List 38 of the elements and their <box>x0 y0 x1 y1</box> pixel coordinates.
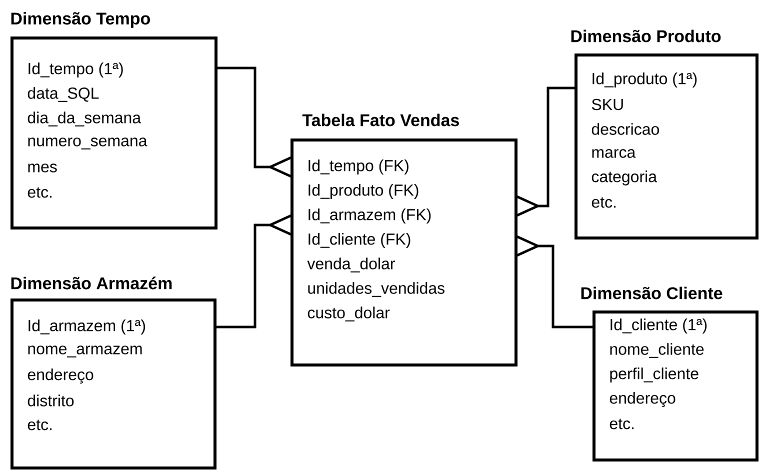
field-name: endereço <box>610 392 676 407</box>
field-name: Id_produto (1ª) <box>592 72 697 88</box>
table-title: Dimensão Cliente <box>581 286 722 300</box>
table-title: Dimensão Produto <box>571 30 721 42</box>
field-name: data_SQL <box>28 87 99 102</box>
field-name: marca <box>592 149 636 158</box>
relationship-line <box>515 86 574 218</box>
table-title: Dimensão Armazém <box>11 276 172 290</box>
table-title: Dimensão Tempo <box>11 12 150 28</box>
field-name: etc. <box>28 187 52 198</box>
field-name: distrito <box>28 394 74 406</box>
field-name: custo_dolar <box>308 306 390 322</box>
field-name: Id_produto (FK) <box>308 184 418 199</box>
field-name: descricao <box>592 123 659 135</box>
field-name: SKU <box>592 98 623 110</box>
relationship-line <box>216 214 293 328</box>
field-name: nome_armazem <box>28 346 142 358</box>
field-name: unidades_vendidas <box>308 282 444 297</box>
field-name: nome_cliente <box>610 343 704 358</box>
field-name: etc. <box>28 420 52 430</box>
field-name: etc. <box>592 197 616 208</box>
field-name: etc. <box>610 418 634 430</box>
field-name: endereço <box>28 368 94 384</box>
field-name: venda_dolar <box>307 258 395 272</box>
field-name: categoria <box>592 170 658 186</box>
field-name: Id_tempo (1ª) <box>28 62 123 78</box>
field-name: Id_cliente (FK) <box>308 233 410 248</box>
relationship-line <box>218 66 293 178</box>
field-name: numero_semana <box>28 138 148 150</box>
table-title: Tabela Fato Vendas <box>302 114 459 126</box>
relationship-line <box>515 234 592 328</box>
field-name: Id_tempo (FK) <box>308 160 408 174</box>
field-name: Id_armazem (FK) <box>308 208 431 224</box>
field-name: perfil_cliente <box>610 368 698 382</box>
field-name: Id_armazem (1ª) <box>28 320 146 334</box>
field-name: Id_cliente (1ª) <box>610 318 707 334</box>
field-name: dia_da_semana <box>28 112 142 126</box>
field-name: mes <box>28 164 57 172</box>
